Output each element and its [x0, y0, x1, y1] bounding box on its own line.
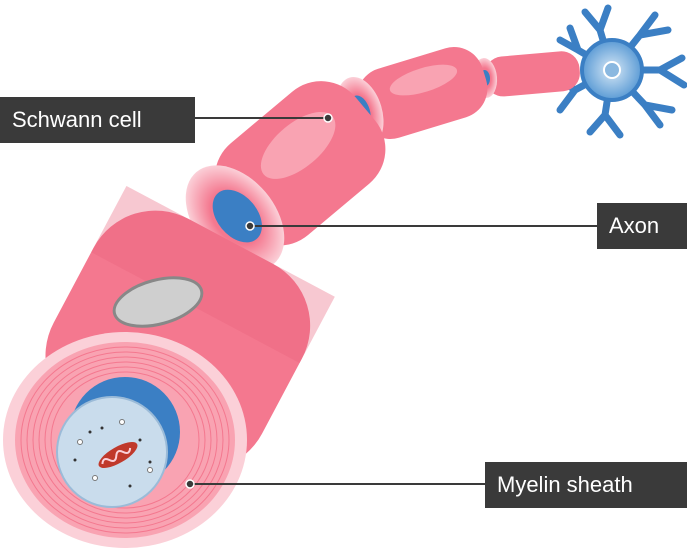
neuron-cell-body: [556, 4, 687, 139]
myelin-gap-hole: [112, 276, 204, 328]
schwann-cell-label: Schwann cell: [0, 97, 195, 143]
schwann-cell-segment: [472, 51, 580, 98]
mitochondrion: [98, 442, 138, 468]
axon-label: Axon: [597, 203, 687, 249]
myelin-sheath-cross-section: [3, 332, 247, 548]
myelin-sheath-label: Myelin sheath: [485, 462, 687, 508]
